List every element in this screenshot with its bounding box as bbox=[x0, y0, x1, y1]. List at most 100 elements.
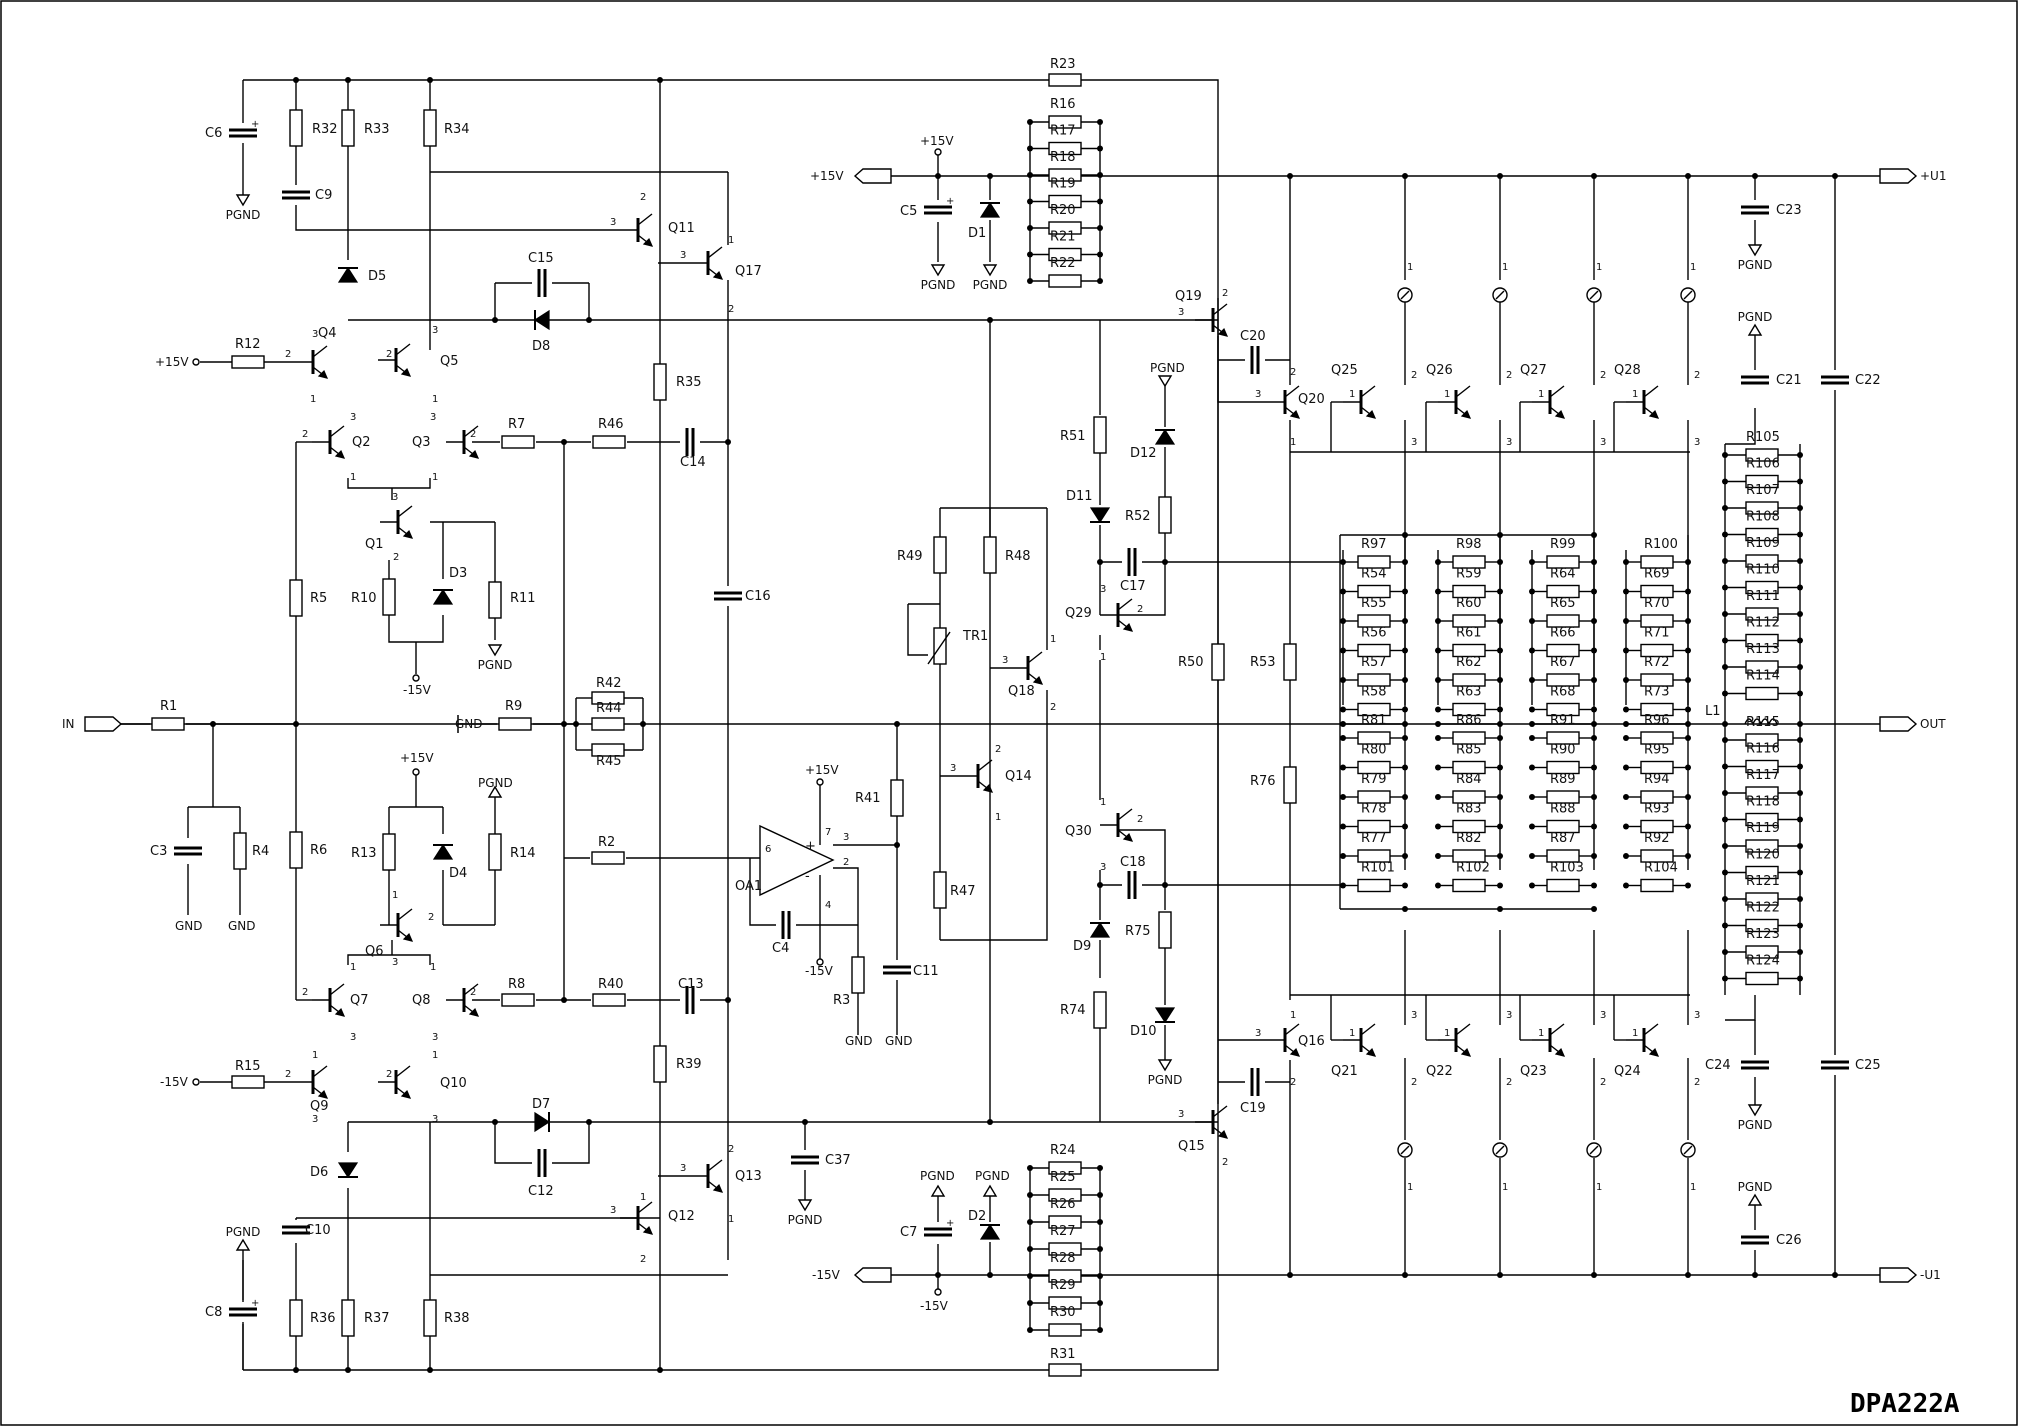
net-label: -15V bbox=[403, 683, 432, 697]
junction-dot bbox=[1497, 1272, 1503, 1278]
junction-dot bbox=[1722, 790, 1728, 796]
input-tag bbox=[84, 716, 123, 732]
label-r56: R56 bbox=[1361, 626, 1387, 641]
label-d11: D11 bbox=[1066, 489, 1093, 504]
junction-dot bbox=[1797, 558, 1803, 564]
transistor-collector bbox=[1360, 1023, 1376, 1036]
junction-dot bbox=[1435, 794, 1441, 800]
label-r60: R60 bbox=[1456, 596, 1482, 611]
junction-dot bbox=[1435, 618, 1441, 624]
resistor-r68 bbox=[1546, 702, 1580, 717]
transistor-collector bbox=[977, 759, 993, 772]
pin-number: 3 bbox=[312, 1114, 318, 1125]
pin-number: 2 bbox=[728, 1144, 734, 1155]
label-q17: Q17 bbox=[735, 264, 762, 279]
label-r80: R80 bbox=[1361, 743, 1387, 758]
label-l1: L1 bbox=[1705, 704, 1721, 719]
junction-dot bbox=[561, 439, 567, 445]
resistor-r26 bbox=[1048, 1215, 1082, 1229]
junction-dot bbox=[1097, 278, 1103, 284]
label-r102: R102 bbox=[1456, 861, 1490, 876]
label-q3: Q3 bbox=[412, 435, 431, 450]
label-c37: C37 bbox=[825, 1153, 851, 1168]
junction-dot bbox=[1832, 1272, 1838, 1278]
junction-dot bbox=[345, 1367, 351, 1373]
terminal-mark bbox=[1495, 290, 1505, 300]
pin-number: 3 bbox=[1255, 389, 1261, 400]
label-r18: R18 bbox=[1050, 150, 1076, 165]
pin-number: 1 bbox=[1632, 389, 1638, 400]
junction-dot bbox=[1529, 618, 1535, 624]
transistor-arrow bbox=[1217, 1129, 1229, 1139]
capacitor-gap bbox=[174, 841, 202, 861]
junction-dot bbox=[1797, 452, 1803, 458]
resistor-r93 bbox=[1640, 819, 1674, 834]
pin-number: 1 bbox=[1632, 1028, 1638, 1039]
label-r36: R36 bbox=[310, 1311, 336, 1326]
pin-number: 3 bbox=[430, 412, 436, 423]
pin-number: 2 bbox=[393, 552, 399, 563]
junction-dot bbox=[1797, 949, 1803, 955]
opamp-oa1 bbox=[759, 824, 835, 897]
junction-dot bbox=[293, 721, 299, 727]
transistor-arrow bbox=[1217, 327, 1229, 337]
junction-dot bbox=[1340, 794, 1346, 800]
transistor-arrow bbox=[1365, 409, 1377, 419]
junction-dot bbox=[1623, 882, 1629, 889]
junction-dot bbox=[1722, 763, 1728, 770]
junction-dot bbox=[1722, 737, 1728, 743]
capacitor-gap bbox=[714, 586, 742, 606]
junction-dot bbox=[1097, 225, 1103, 231]
transistor-arrow bbox=[642, 237, 654, 247]
junction-dot bbox=[1685, 1272, 1691, 1278]
junction-dot bbox=[1797, 790, 1803, 796]
diode-d4 bbox=[432, 843, 454, 860]
label-r22: R22 bbox=[1050, 256, 1076, 271]
label-d8: D8 bbox=[532, 339, 550, 354]
pin-number: 2 bbox=[995, 744, 1001, 755]
junction-dot bbox=[1591, 1272, 1597, 1278]
label-q23: Q23 bbox=[1520, 1064, 1547, 1079]
junction-dot bbox=[1402, 882, 1408, 889]
label-r119: R119 bbox=[1746, 821, 1780, 836]
wire bbox=[347, 478, 431, 489]
pin-number: 2 bbox=[1506, 370, 1512, 381]
pin-number: 3 bbox=[950, 763, 956, 774]
junction-dot bbox=[1497, 823, 1503, 830]
resistor-r78 bbox=[1357, 819, 1391, 834]
junction-dot bbox=[1497, 794, 1503, 800]
pin-number: 2 bbox=[1290, 367, 1296, 378]
net-label: +15V bbox=[400, 751, 434, 765]
junction-dot bbox=[1591, 823, 1597, 830]
resistor-r94 bbox=[1640, 790, 1674, 804]
junction-dot bbox=[1797, 896, 1803, 902]
junction-dot bbox=[561, 721, 567, 727]
junction-dot bbox=[1685, 706, 1691, 713]
junction-dot bbox=[1435, 559, 1441, 565]
resistor-r55 bbox=[1357, 614, 1391, 628]
pin-number: 2 bbox=[1694, 370, 1700, 381]
transistor-arrow bbox=[1289, 409, 1301, 419]
pin-number: 4 bbox=[825, 900, 831, 911]
label-r70: R70 bbox=[1644, 596, 1670, 611]
label-r84: R84 bbox=[1456, 772, 1482, 787]
label-d10: D10 bbox=[1130, 1024, 1157, 1039]
label-r92: R92 bbox=[1644, 831, 1670, 846]
label-c23: C23 bbox=[1776, 203, 1802, 218]
pin-number: 1 bbox=[1050, 634, 1056, 645]
resistor-r52 bbox=[1158, 496, 1172, 534]
junction-dot bbox=[1402, 823, 1408, 830]
junction-dot bbox=[1797, 922, 1803, 929]
resistor-r105 bbox=[1745, 448, 1779, 462]
net-out: OUT bbox=[1920, 717, 1946, 731]
junction-dot bbox=[1722, 611, 1728, 617]
pin-number: 1 bbox=[1407, 262, 1413, 273]
label-r24: R24 bbox=[1050, 1143, 1076, 1158]
label-r63: R63 bbox=[1456, 685, 1482, 700]
pin-number: 2 bbox=[1694, 1077, 1700, 1088]
inductor-l1 bbox=[1744, 718, 1778, 726]
resistor-r69 bbox=[1640, 584, 1674, 599]
pin-number: 3 bbox=[1411, 1010, 1417, 1021]
resistor-r28 bbox=[1048, 1269, 1082, 1283]
resistor-r95 bbox=[1640, 760, 1674, 775]
